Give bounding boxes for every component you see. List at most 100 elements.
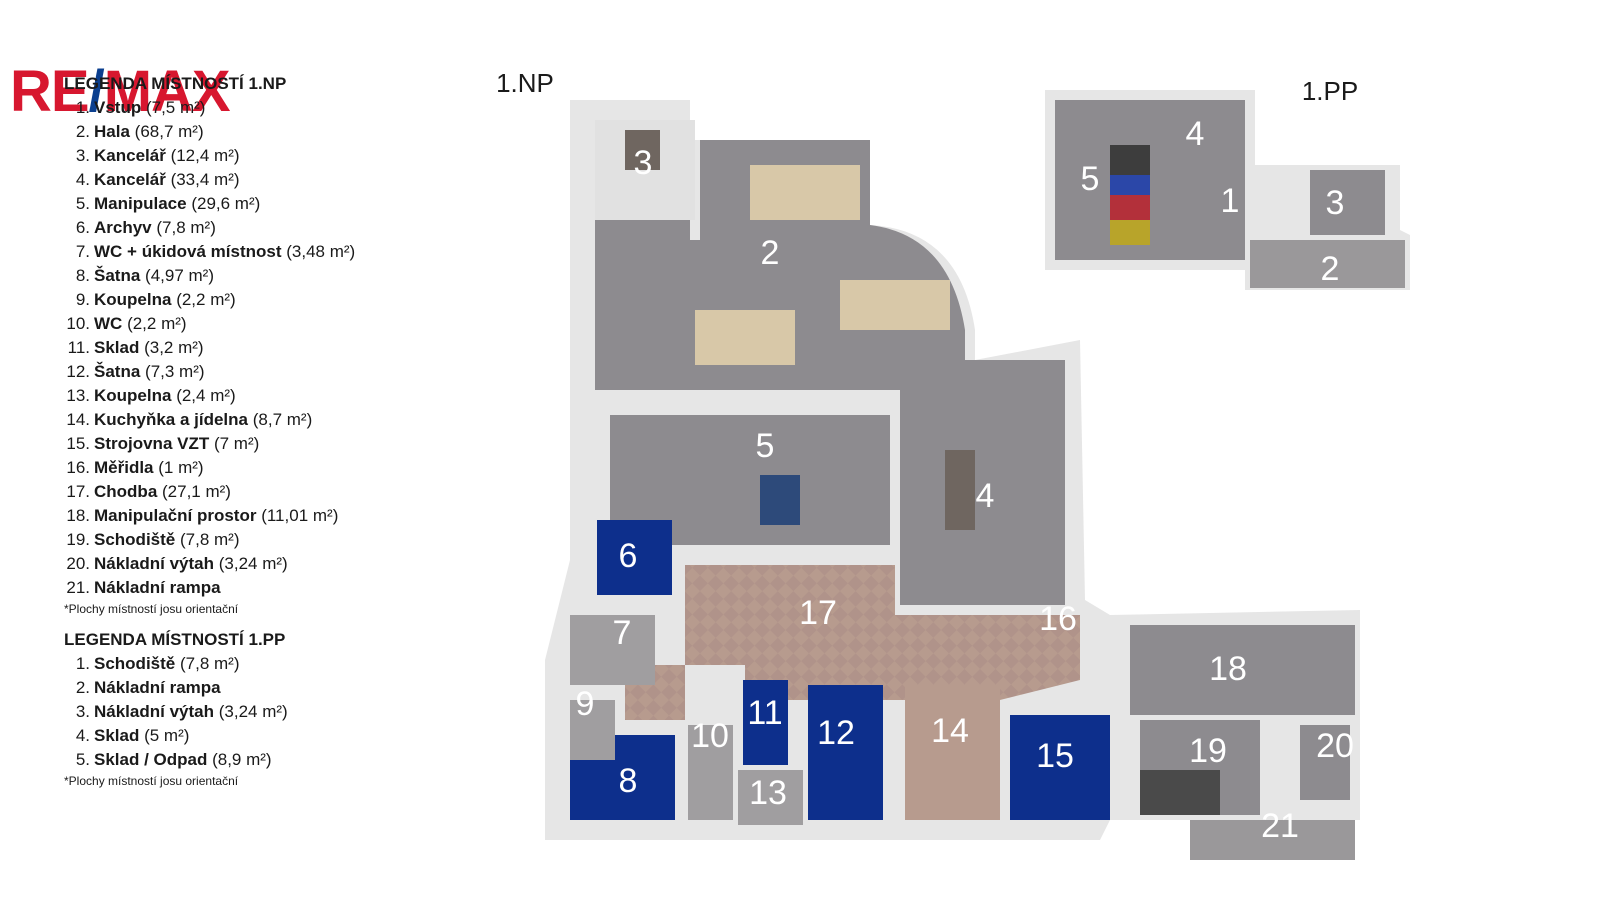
legend-row: 18.Manipulační prostor (11,01 m²) [64, 504, 355, 528]
legend-row: 5.Sklad / Odpad (8,9 m²) [64, 748, 288, 772]
legend-row-area: (2,4 m²) [176, 386, 236, 405]
pp-bin-yellow [1110, 220, 1150, 245]
legend-row-number: 21. [66, 578, 90, 597]
legend-row-area: (8,9 m²) [212, 750, 272, 769]
legend-row-name: Vstup [94, 98, 142, 117]
legend-row-name: Sklad / Odpad [94, 750, 208, 769]
legend-row-name: Šatna [94, 266, 141, 285]
room-7 [570, 615, 655, 685]
legend-row: 11.Sklad (3,2 m²) [64, 336, 355, 360]
plan-1np [545, 100, 1360, 860]
legend-row: 5.Manipulace (29,6 m²) [64, 192, 355, 216]
legend-row-name: Hala [94, 122, 130, 141]
pp-room-3 [1310, 170, 1385, 235]
legend-row-area: (7,8 m²) [179, 654, 240, 673]
room-21 [1190, 820, 1355, 860]
np-room-number: 15 [1036, 737, 1074, 775]
legend-row-area: (12,4 m²) [170, 146, 240, 165]
legend-row-name: Schodiště [94, 530, 176, 549]
legend-1np-items: 1.Vstup (7,5 m²) 2.Hala (68,7 m²) 3.Kancel… [64, 96, 355, 600]
legend-row-area: (11,01 m²) [261, 506, 339, 525]
legend-row-number: 3. [75, 702, 90, 721]
legend-row-area: (8,7 m²) [252, 410, 313, 429]
legend-row: 17.Chodba (27,1 m²) [64, 480, 355, 504]
pp-room-number: 4 [1186, 115, 1205, 153]
legend-row: 4.Kancelář (33,4 m²) [64, 168, 355, 192]
legend-row-number: 10. [66, 314, 90, 333]
legend-row-area: (3,2 m²) [144, 338, 204, 357]
pp-room-number: 5 [1081, 160, 1100, 198]
legend-1pp-note: *Plochy místností josu orientační [64, 774, 239, 788]
legend-row: 21.Nákladní rampa [64, 576, 355, 600]
legend-row-number: 14. [66, 410, 90, 429]
legend-row-name: WC [94, 314, 123, 333]
legend-row-area: (7,8 m²) [156, 218, 216, 237]
legend-row-number: 13. [66, 386, 90, 405]
legend-row-area: (7 m²) [213, 434, 260, 453]
legend-row-name: Sklad [94, 726, 140, 745]
room-18 [1130, 625, 1355, 715]
desk-cluster-2 [695, 310, 795, 365]
np-room-number: 7 [613, 614, 632, 652]
pp-room-number: 1 [1221, 182, 1240, 220]
np-room-number: 21 [1261, 807, 1299, 845]
legend-row: 1.Schodiště (7,8 m²) [64, 652, 288, 676]
legend-row-number: 18. [66, 506, 90, 525]
legend-row-number: 16. [66, 458, 90, 477]
legend-row-area: (68,7 m²) [134, 122, 204, 141]
legend-row-number: 4. [75, 726, 90, 745]
floor-label-1np: 1.NP [496, 68, 554, 98]
legend-row: 19.Schodiště (7,8 m²) [64, 528, 355, 552]
stairs-19 [1140, 770, 1220, 815]
legend-row-number: 5. [75, 750, 90, 769]
legend-row-number: 11. [67, 338, 90, 357]
legend-row: 10.WC (2,2 m²) [64, 312, 355, 336]
legend-row: 1.Vstup (7,5 m²) [64, 96, 355, 120]
legend-row-name: Nákladní rampa [94, 678, 221, 697]
np-room-number: 6 [619, 537, 638, 575]
np-room-number: 8 [619, 762, 638, 800]
legend-row-name: Sklad [94, 338, 140, 357]
desk-cluster-3 [840, 280, 950, 330]
legend-row: 8.Šatna (4,97 m²) [64, 264, 355, 288]
pp-room-number: 3 [1326, 184, 1345, 222]
np-room-number: 20 [1316, 727, 1354, 765]
np-room-number: 16 [1039, 600, 1077, 638]
legend-row-name: Koupelna [94, 290, 172, 309]
room-20 [1300, 725, 1350, 800]
legend-1pp-items: 1.Schodiště (7,8 m²)2.Nákladní rampa 3.N… [64, 652, 288, 772]
legend-row-number: 3. [75, 146, 90, 165]
np-room-number: 19 [1189, 732, 1227, 770]
legend-row-number: 1. [75, 654, 90, 673]
legend-row: 4.Sklad (5 m²) [64, 724, 288, 748]
legend-row-area: (33,4 m²) [170, 170, 240, 189]
legend-row-number: 1. [75, 98, 90, 117]
legend-row-name: Strojovna VZT [94, 434, 210, 453]
legend-row-area: (1 m²) [158, 458, 204, 477]
legend-row-area: (3,24 m²) [218, 702, 288, 721]
room-12-blue [808, 685, 883, 820]
legend-1np: LEGENDA MÍSTNOSTÍ 1.NP 1.Vstup (7,5 m²)2… [64, 72, 355, 616]
floor-corridor-17 [625, 565, 1080, 720]
legend-row: 13.Koupelna (2,4 m²) [64, 384, 355, 408]
legend-row-number: 2. [75, 678, 90, 697]
pp-room-2 [1250, 240, 1405, 288]
np-room-number: 14 [931, 712, 969, 750]
desk-room-4 [945, 450, 975, 530]
np-room-number: 17 [799, 594, 837, 632]
legend-row-number: 19. [66, 530, 90, 549]
legend-row-number: 15. [66, 434, 90, 453]
legend-row-name: Nákladní rampa [94, 578, 221, 597]
room-6-blue [597, 520, 672, 595]
legend-row-number: 7. [75, 242, 90, 261]
legend-row: 12.Šatna (7,3 m²) [64, 360, 355, 384]
legend-1pp-title: LEGENDA MÍSTNOSTÍ 1.PP [64, 630, 286, 649]
np-room-number: 12 [817, 714, 855, 752]
np-room-number: 1 [724, 92, 743, 130]
legend-row-name: Archyv [94, 218, 152, 237]
legend-row-number: 2. [75, 122, 90, 141]
room-11-blue [743, 680, 788, 765]
legend-row-area: (5 m²) [144, 726, 190, 745]
legend-row-name: Kancelář [94, 146, 166, 165]
